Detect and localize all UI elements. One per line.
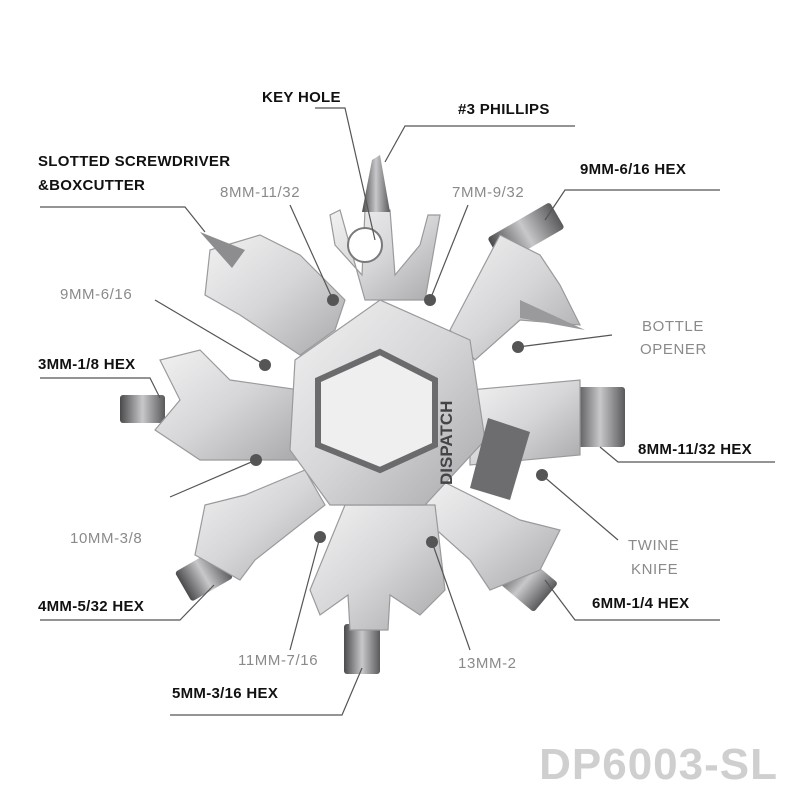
label-w10mm: 10MM-3/8	[70, 530, 143, 547]
dot-w10mm	[250, 454, 262, 466]
leader-w9mm	[154, 299, 266, 366]
leader-hex-4mm	[40, 584, 215, 621]
dot-w8mm	[327, 294, 339, 306]
leader-key-hole	[315, 107, 376, 241]
label-w7mm: 7MM-9/32	[452, 184, 525, 201]
twine-knife-slot	[470, 418, 530, 500]
brand-engraving: DISPATCH	[437, 401, 456, 485]
label-w11mm: 11MM-7/16	[238, 652, 319, 669]
callout-dots	[250, 294, 548, 548]
label-hex-5mm: 5MM-3/16 HEX	[172, 685, 279, 702]
leader-w8mm	[289, 204, 334, 301]
hex-bit-5mm	[344, 624, 380, 674]
center-hex-socket	[315, 348, 438, 474]
label-bottle-line1: BOTTLE	[642, 318, 704, 335]
dot-w13mm	[426, 536, 438, 548]
hex-bit-3mm	[120, 395, 165, 423]
leader-slotted	[40, 206, 206, 233]
label-key-hole: KEY HOLE	[262, 89, 341, 106]
dot-w11mm	[314, 531, 326, 543]
arm-top-left	[204, 234, 346, 356]
label-hex-4mm: 4MM-5/32 HEX	[38, 598, 145, 615]
dot-bottle	[512, 341, 524, 353]
leader-hex-5mm	[170, 667, 363, 716]
label-twine-line2: KNIFE	[631, 561, 679, 578]
label-slotted-line1: SLOTTED SCREWDRIVER	[38, 153, 231, 170]
leader-lines	[40, 107, 775, 716]
arm-top	[329, 209, 441, 301]
hex-bit-8mm	[575, 387, 625, 447]
leader-w13mm	[431, 541, 471, 651]
leader-w11mm	[289, 536, 321, 651]
label-w8mm: 8MM-11/32	[220, 184, 301, 201]
key-hole	[347, 227, 383, 263]
dot-twine	[536, 469, 548, 481]
label-phillips: #3 PHILLIPS	[458, 101, 550, 118]
label-hex-3mm: 3MM-1/8 HEX	[38, 356, 136, 373]
leader-bottle	[517, 334, 613, 348]
leader-phillips	[384, 125, 575, 163]
leader-hex-8mm	[599, 446, 775, 463]
arm-top-right	[449, 234, 582, 361]
dot-w7mm	[424, 294, 436, 306]
arm-bottom	[309, 504, 446, 631]
leader-twine	[541, 474, 619, 541]
label-w13mm: 13MM-2	[458, 655, 517, 672]
leader-w7mm	[429, 204, 469, 301]
label-slotted-line2: &BOXCUTTER	[38, 177, 146, 194]
label-hex-9mm: 9MM-6/16 HEX	[580, 161, 687, 178]
dot-w9mm	[259, 359, 271, 371]
label-bottle-line2: OPENER	[640, 341, 707, 358]
label-w9mm: 9MM-6/16	[60, 286, 133, 303]
model-number: DP6003-SL	[539, 740, 778, 789]
leader-hex-9mm	[544, 189, 720, 221]
leader-hex-6mm	[544, 579, 720, 621]
label-hex-6mm: 6MM-1/4 HEX	[592, 595, 690, 612]
arm-left	[154, 349, 301, 461]
slotted-blade	[200, 232, 245, 268]
phillips-tip	[362, 155, 390, 212]
bottle-opener-tooth	[520, 300, 585, 330]
arm-bottom-left	[194, 469, 326, 581]
label-hex-8mm: 8MM-11/32 HEX	[638, 441, 752, 458]
label-twine-line1: TWINE	[628, 537, 680, 554]
leader-hex-3mm	[40, 377, 161, 399]
leader-w10mm	[169, 459, 257, 498]
